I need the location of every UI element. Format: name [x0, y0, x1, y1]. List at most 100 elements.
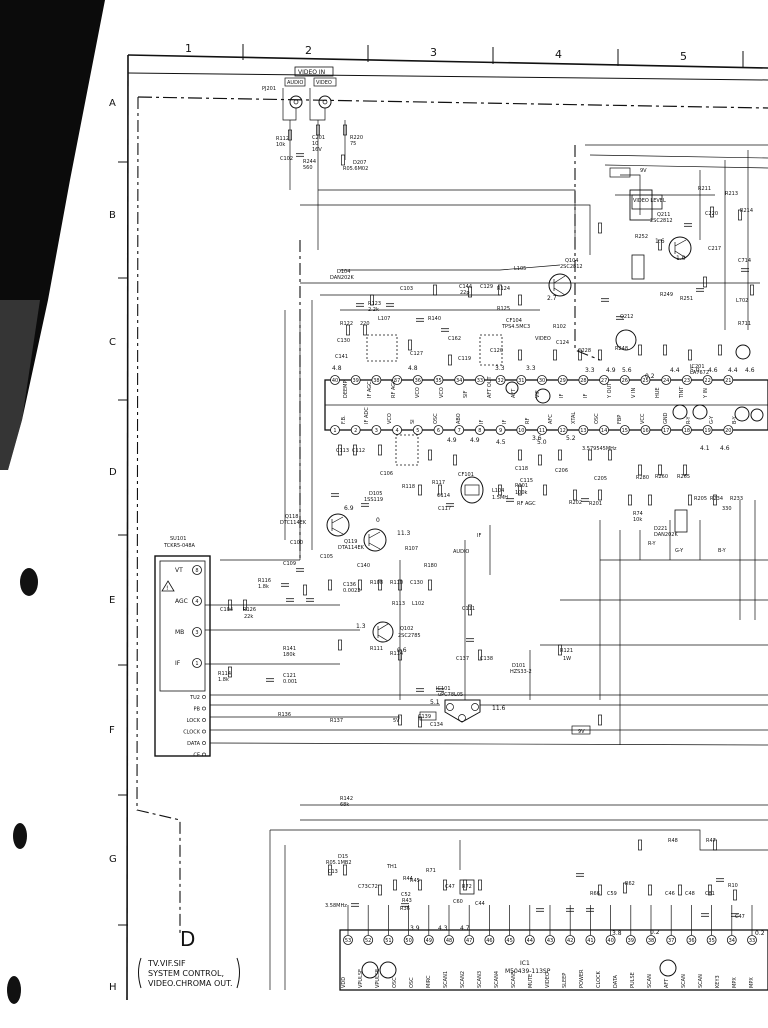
component-label: C46: [665, 891, 675, 897]
component-label: DTA114EK: [338, 545, 365, 551]
ic-pin-function: VCO: [387, 413, 393, 424]
resistor: [518, 449, 522, 461]
ic-pin-number: 19: [704, 428, 710, 434]
ic-pin: [557, 425, 568, 435]
ic-pin-function: MPX: [749, 977, 755, 988]
component-label: C141: [335, 354, 348, 360]
component-label: L105: [514, 266, 526, 272]
component-label: R124: [497, 286, 510, 292]
frame-inner-top: [127, 72, 768, 81]
component-label: 2.2k: [368, 307, 379, 313]
component-label: C228: [578, 348, 591, 354]
component-label: 9V: [578, 729, 585, 735]
component-label: R05.6M02: [343, 166, 368, 172]
ic-pin-number: 23: [684, 378, 690, 384]
component-label: 1.8k: [218, 677, 229, 683]
tuner-pin: [192, 596, 202, 606]
ic-pin-number: 37: [394, 378, 400, 384]
ic-pin: [371, 425, 382, 435]
ic-pin-function: IF: [502, 420, 508, 424]
voltage-label: 4.9: [447, 437, 457, 444]
ic-pin-number: 2: [354, 428, 357, 434]
ic-pin: [605, 935, 616, 945]
corner-title-box: D TV.VIF.SIF SYSTEM CONTROL, VIDEO.CHROM…: [138, 927, 240, 989]
ic-pin: [619, 425, 630, 435]
component-label: R140: [428, 316, 441, 322]
ic-pin-function: VPULSE: [358, 969, 364, 988]
component-label: 10: [312, 141, 318, 147]
ic-pin-function: VIF: [535, 390, 541, 398]
component-label: R711: [738, 321, 751, 327]
resistor: [558, 644, 562, 656]
punch-hole-2: [13, 823, 27, 849]
ic-pin-number: 5: [416, 428, 419, 434]
resistor: [418, 879, 422, 891]
ic-pin-number: 36: [415, 378, 421, 384]
ic-pin: [464, 935, 475, 945]
ic-pin-number: 35: [708, 938, 714, 944]
resistor: [598, 714, 602, 726]
ic-pin-number: 22: [704, 378, 710, 384]
ic-lower-ref: IC1: [520, 960, 530, 967]
ic-pin-number: 40: [332, 378, 338, 384]
punch-hole-1: [20, 568, 38, 596]
ic-lower-model: M50439-113SP: [505, 968, 551, 975]
ic-pin: [565, 935, 576, 945]
component-label: Q211: [657, 212, 670, 218]
ic-pin-number: 47: [466, 938, 472, 944]
resistor: [448, 354, 452, 366]
component-label: D101: [512, 663, 525, 669]
component-label: C206: [555, 468, 568, 474]
row-letter: C: [109, 337, 116, 348]
component-label: C100: [290, 540, 303, 546]
ic-pin: [392, 375, 403, 385]
component-label: uPC78L05: [438, 692, 463, 698]
resistor: [733, 889, 737, 901]
ic-pin-number: 29: [560, 378, 566, 384]
resistor: [443, 879, 447, 891]
ic-pin-function: SCAN: [698, 974, 704, 988]
ic-pin-function: SCAN2: [460, 971, 466, 988]
resistor: [478, 879, 482, 891]
component-label: C105: [320, 554, 333, 560]
ic-pin: [484, 935, 495, 945]
component-label: R10: [728, 883, 738, 889]
component-label: TH1: [386, 864, 397, 870]
resistor: [638, 839, 642, 851]
component-label: IC101: [436, 686, 451, 692]
ic-pin-function: SCAN5: [511, 971, 517, 988]
component-label: 1.8k: [258, 584, 269, 590]
ic-pin-number: 38: [373, 378, 379, 384]
component-label: Q102: [400, 626, 413, 632]
ic-pin-number: 21: [725, 378, 731, 384]
voltage-label: 0.2: [755, 930, 765, 937]
resistor: [408, 339, 412, 351]
ic-pin-function: AFC: [548, 414, 554, 424]
resistor: [343, 864, 347, 876]
component-label: R248: [615, 346, 628, 352]
voltage-label: 4.9: [606, 367, 616, 374]
component-label: VIDEO LEVEL: [633, 198, 666, 204]
ic-pin-number: 26: [622, 378, 628, 384]
ic-pin-function: IF ADC: [364, 407, 370, 424]
component-label: C113: [336, 448, 349, 454]
tuner-ref: SU101: [170, 536, 186, 542]
component-label: R141: [283, 646, 296, 652]
ic-pin-number: 15: [622, 428, 628, 434]
component-label: 16V: [312, 147, 322, 153]
ic-pin-number: 30: [539, 378, 545, 384]
component-label: C120: [490, 348, 503, 354]
resistor: [538, 454, 542, 466]
component-label: R251: [680, 296, 693, 302]
resistor: [378, 884, 382, 896]
tuner-pin: [192, 565, 202, 575]
ic-pin-number: 36: [688, 938, 694, 944]
ic-pin: [516, 425, 527, 435]
ic-pin-number: 33: [477, 378, 483, 384]
component-label: R45: [410, 878, 420, 884]
ic-pin: [537, 425, 547, 435]
